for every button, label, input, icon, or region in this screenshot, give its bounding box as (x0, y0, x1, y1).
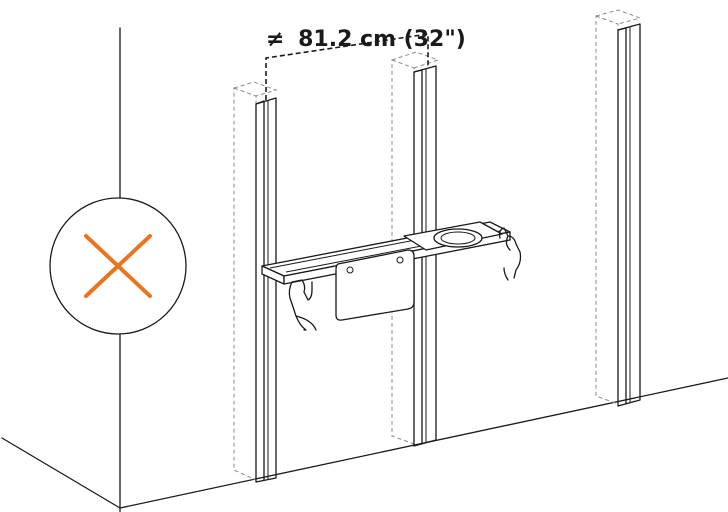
wall-stud-right (595, 9, 642, 407)
measurement-value: 81.2 cm (32") (298, 27, 466, 52)
left-hand (288, 279, 317, 331)
front-panel (335, 249, 415, 321)
right-hand (498, 227, 522, 281)
dimension-bracket (265, 33, 429, 100)
wall-mount-shelf (261, 221, 511, 321)
measurement-label: ≠ 81.2 cm (32") (266, 27, 466, 52)
x-mark-icon (84, 234, 152, 298)
cup-holder-icon (433, 228, 483, 248)
incorrect-indicator (49, 197, 187, 335)
wall-stud-left (233, 81, 278, 483)
not-equal-symbol: ≠ (266, 27, 284, 52)
